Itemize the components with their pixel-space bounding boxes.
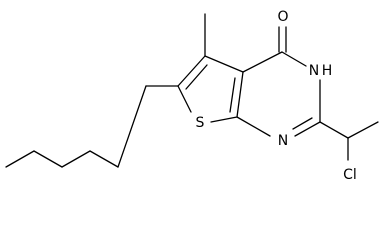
sulfur-label: S — [196, 115, 205, 131]
chloroethyl-group — [319, 121, 379, 161]
bond-c5-c4a — [204, 55, 244, 73]
nitrogen-h-label: N — [309, 63, 319, 79]
bond-hexyl-4 — [89, 150, 119, 168]
structure-diagram: O N H N S Cl — [5, 9, 379, 183]
bond-s-c7a — [210, 116, 238, 123]
bond-c4a-c7a — [236, 71, 244, 118]
carbonyl — [278, 26, 287, 53]
bond-c2-n1-double — [292, 117, 313, 130]
bond-c4-n3 — [281, 51, 307, 67]
bond-c2-n1 — [294, 121, 321, 137]
nitrogen-label: N — [278, 133, 288, 149]
bond-c6-s — [177, 85, 192, 113]
bond-hexyl-1 — [5, 150, 35, 168]
hydrogen-label: H — [322, 63, 333, 79]
bond-c6-c5 — [177, 55, 206, 87]
bond-n1-c7a — [236, 116, 271, 137]
bond-hexyl-5 — [117, 85, 147, 168]
bond-c6-c5-double — [185, 64, 208, 90]
oxygen-label: O — [277, 9, 288, 25]
bond-ch-ch3 — [347, 121, 379, 139]
hexyl-chain — [5, 85, 179, 168]
bond-hexyl-2 — [33, 150, 63, 168]
chlorine-label: Cl — [343, 167, 357, 183]
bond-c4a-c4 — [242, 51, 283, 73]
pyrimidinone-ring — [236, 51, 321, 137]
bond-c2-ch — [319, 121, 349, 139]
bond-c4a-c7a-double — [229, 77, 236, 113]
thiophene-ring — [177, 55, 244, 123]
bond-hexyl-3 — [61, 150, 91, 168]
